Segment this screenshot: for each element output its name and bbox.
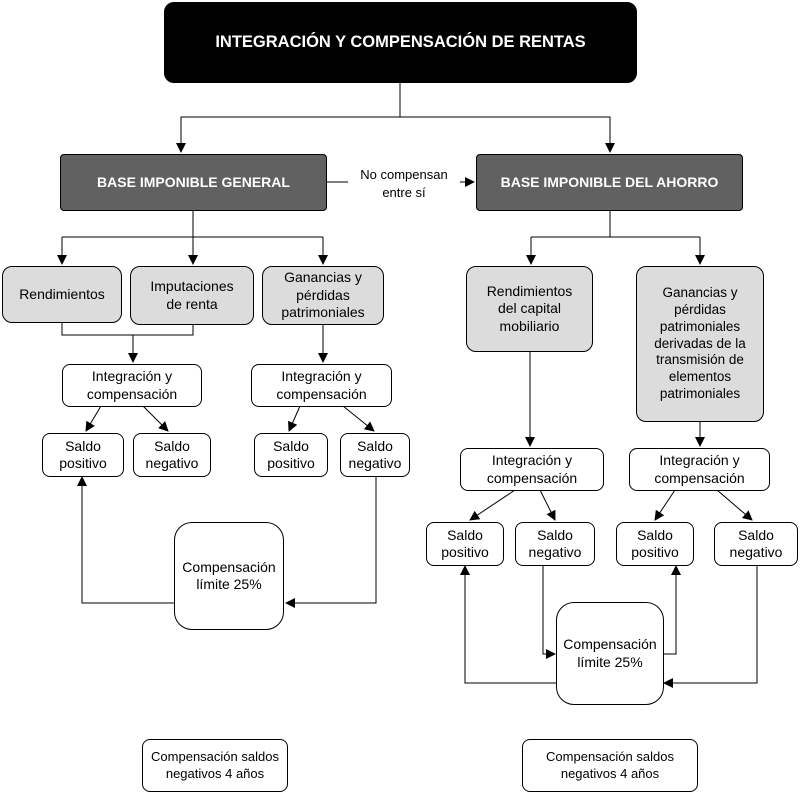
saldo-negativo-left-1: Saldo negativo	[133, 433, 211, 477]
edge-lcomp-pos1	[77, 476, 175, 604]
integracion-right-1: Integración y compensación	[460, 448, 604, 491]
base-imponible-general: BASE IMPONIBLE GENERAL	[60, 154, 327, 211]
compensacion-limite-right: Compensación límite 25%	[556, 602, 664, 705]
no-compensan-label: No compensan entre sí	[360, 167, 448, 200]
edge-rneg2-comp	[663, 566, 758, 688]
compensacion-limite-left: Compensación límite 25%	[174, 522, 284, 630]
ganancias-perdidas-box: Ganancias y pérdidas patrimoniales	[262, 266, 384, 325]
saldo-negativo-right-1: Saldo negativo	[515, 522, 595, 566]
saldo-negativo-left-2: Saldo negativo	[340, 433, 410, 477]
compensacion-saldos-right: Compensación saldos negativos 4 años	[522, 739, 698, 792]
saldo-negativo-right-2: Saldo negativo	[714, 522, 798, 566]
root-title-box: INTEGRACIÓN Y COMPENSACIÓN DE RENTAS	[164, 2, 637, 83]
no-compensan-backdrop	[348, 164, 460, 200]
rendimientos-capital-box: Rendimientos del capital mobiliario	[466, 266, 593, 352]
compensacion-saldos-left: Compensación saldos negativos 4 años	[142, 739, 288, 792]
saldo-positivo-right-2: Saldo positivo	[616, 522, 694, 566]
edge-ri1-pos	[469, 489, 516, 521]
edge-ri2-neg	[716, 489, 753, 521]
edge-merge-rend	[61, 322, 133, 336]
base-imponible-ahorro: BASE IMPONIBLE DEL AHORRO	[476, 154, 743, 211]
edge-li1-pos	[85, 405, 102, 432]
imputaciones-box: Imputaciones de renta	[130, 266, 254, 325]
edge-merge-imput	[133, 324, 194, 336]
saldo-positivo-left-1: Saldo positivo	[42, 433, 124, 477]
ganancias-transmision-box: Ganancias y pérdidas patrimoniales deriv…	[636, 266, 764, 422]
edge-lneg2-comp	[285, 477, 377, 608]
integracion-right-2: Integración y compensación	[629, 448, 770, 491]
rendimientos-box: Rendimientos	[2, 266, 122, 323]
edge-li2-neg	[342, 405, 375, 432]
saldo-positivo-left-2: Saldo positivo	[254, 433, 328, 477]
edge-root-right	[400, 116, 615, 153]
integracion-left-2: Integración y compensación	[251, 364, 392, 407]
integracion-left-1: Integración y compensación	[62, 364, 202, 407]
edge-rneg1-comp	[542, 566, 556, 659]
edge-rcomp-pos1	[460, 565, 557, 684]
edge-li2-pos	[288, 405, 301, 432]
edge-ri1-neg	[539, 489, 556, 521]
edge-root-left	[176, 116, 400, 153]
saldo-positivo-right-1: Saldo positivo	[426, 522, 504, 566]
root-title: INTEGRACIÓN Y COMPENSACIÓN DE RENTAS	[215, 33, 586, 52]
edge-rcomp-pos2	[664, 565, 681, 655]
edge-ri2-pos	[654, 489, 676, 521]
edge-li1-neg	[142, 405, 169, 432]
